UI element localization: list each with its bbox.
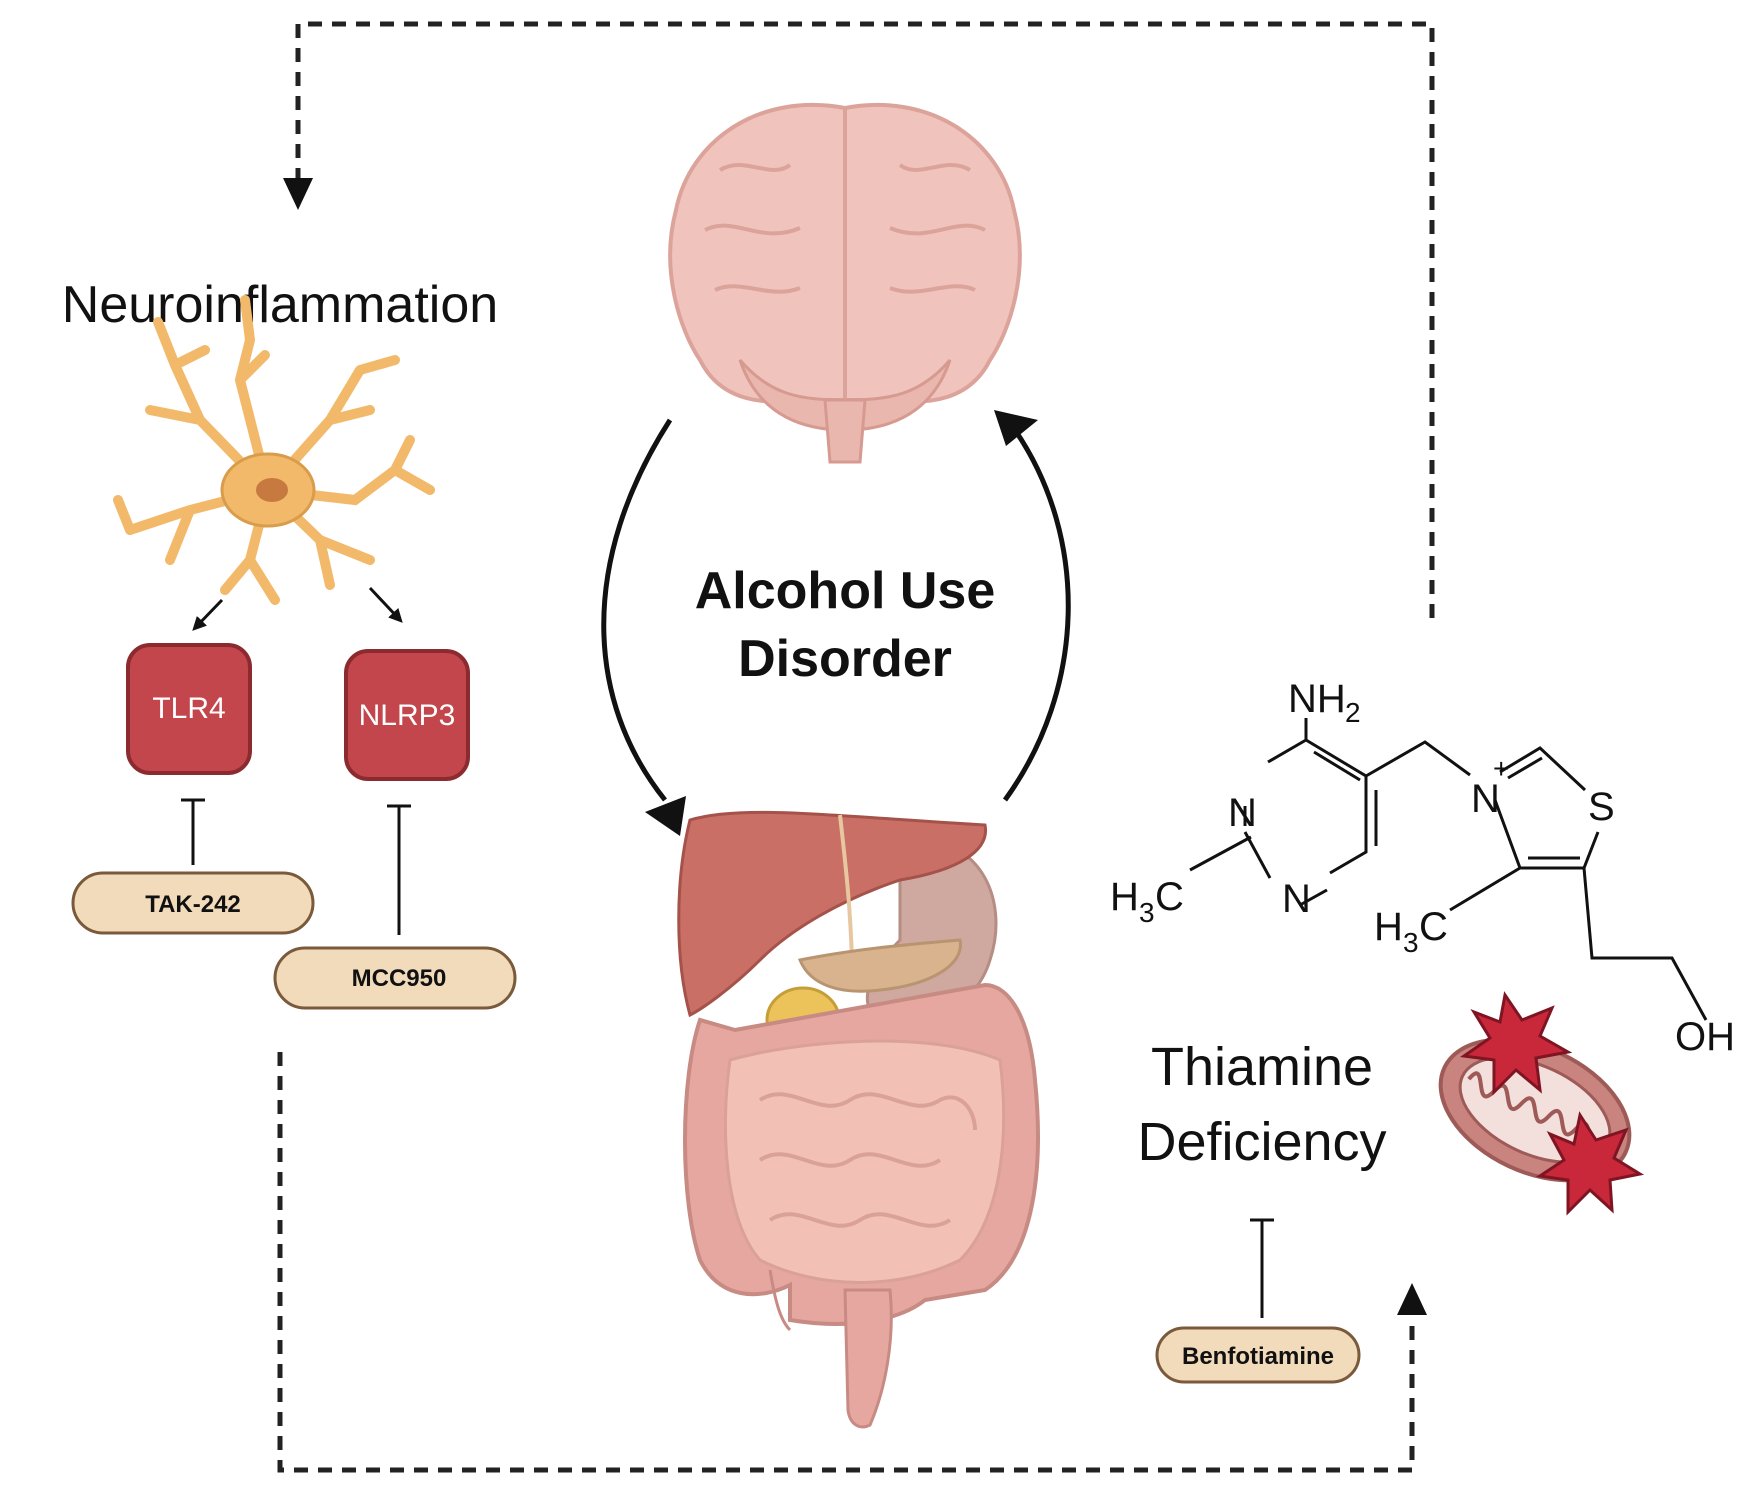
loop-bottom-arrowhead: [1397, 1283, 1427, 1315]
svg-text:3: 3: [1403, 927, 1419, 958]
svg-text:2: 2: [1345, 697, 1361, 728]
arrow-to-tlr4: [192, 598, 224, 631]
feedback-loop-top: [295, 21, 1435, 618]
benfotiamine-label: Benfotiamine: [1182, 1343, 1334, 1370]
svg-text:N: N: [1282, 877, 1311, 921]
tlr4-box: [126, 643, 252, 775]
benfotiamine-pill: [1155, 1326, 1361, 1384]
digestive-system-icon: [677, 810, 1040, 1429]
tlr4-label: TLR4: [152, 692, 225, 725]
thiamine-structure: NH 2 N N N + S H 3 C H 3 C OH: [1110, 677, 1735, 1059]
svg-text:C: C: [1419, 905, 1448, 949]
svg-text:H: H: [1374, 905, 1403, 949]
inhibition-benfotiamine: [1250, 1218, 1274, 1318]
thiamine-title-line2: Deficiency: [1137, 1112, 1386, 1172]
tak242-label: TAK-242: [145, 891, 241, 918]
neuroinflammation-title: Neuroinflammation: [62, 276, 498, 334]
svg-text:NH: NH: [1288, 677, 1346, 721]
svg-text:3: 3: [1139, 897, 1155, 928]
svg-text:H: H: [1110, 875, 1139, 919]
inhibition-tlr4: [181, 798, 205, 865]
brain-icon: [668, 102, 1022, 464]
nlrp3-label: NLRP3: [359, 699, 456, 732]
nlrp3-box: [344, 649, 470, 781]
arrow-brain-to-gut: [601, 418, 673, 802]
arrow-gut-to-brain: [1002, 428, 1071, 802]
arrow-brain-to-gut-head: [645, 796, 686, 836]
loop-top-arrowhead: [283, 178, 313, 210]
mcc950-label: MCC950: [352, 965, 447, 992]
tak242-pill: [71, 871, 315, 935]
svg-text:OH: OH: [1675, 1015, 1735, 1059]
mcc950-pill: [273, 946, 517, 1010]
svg-text:+: +: [1493, 753, 1509, 784]
feedback-loop-bottom: [277, 1052, 1415, 1473]
svg-text:N: N: [1228, 791, 1257, 835]
arrow-gut-to-brain-head: [994, 410, 1038, 446]
svg-text:C: C: [1155, 875, 1184, 919]
astrocyte-icon: [113, 295, 435, 605]
mitochondria-damage-icon: [1438, 991, 1645, 1216]
center-label-line2: Disorder: [738, 630, 952, 688]
svg-text:N: N: [1471, 777, 1500, 821]
arrow-to-nlrp3: [368, 586, 403, 623]
center-label-line1: Alcohol Use: [695, 562, 996, 620]
thiamine-title-line1: Thiamine: [1151, 1037, 1373, 1097]
svg-text:S: S: [1588, 785, 1615, 829]
inhibition-nlrp3: [387, 804, 411, 935]
